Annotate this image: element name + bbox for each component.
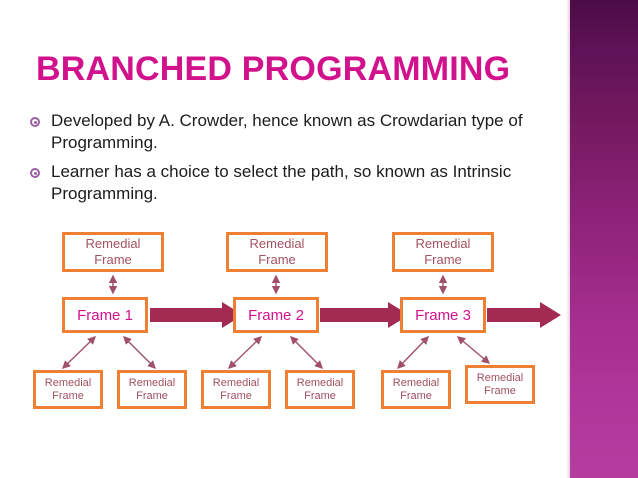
box-label: Frame 1: [77, 306, 133, 324]
remedial-frame-bottom-4[interactable]: Remedial Frame: [285, 370, 355, 409]
box-label: Remedial Frame: [392, 376, 440, 402]
bullet-point-icon: [30, 168, 40, 178]
list-item: Learner has a choice to select the path,…: [30, 161, 560, 205]
frame-box-2[interactable]: Frame 2: [233, 297, 319, 333]
link-arrow-bottom-2b: [290, 336, 323, 369]
box-label: Remedial Frame: [296, 376, 344, 402]
remedial-frame-bottom-6[interactable]: Remedial Frame: [465, 365, 535, 404]
box-label: Remedial Frame: [249, 236, 305, 267]
frame-box-1[interactable]: Frame 1: [62, 297, 148, 333]
remedial-frame-bottom-5[interactable]: Remedial Frame: [381, 370, 451, 409]
link-arrow-bottom-1a: [61, 336, 97, 369]
page-title: BRANCHED PROGRAMMING: [36, 50, 511, 88]
accent-bar-edge: [566, 0, 570, 478]
remedial-frame-top-3[interactable]: Remedial Frame: [392, 232, 494, 272]
bullet-text: Developed by A. Crowder, hence known as …: [51, 111, 523, 152]
box-label: Frame 2: [248, 306, 304, 324]
frame-box-3[interactable]: Frame 3: [400, 297, 486, 333]
box-label: Frame 3: [415, 306, 471, 324]
bullet-point-icon: [30, 117, 40, 127]
remedial-frame-top-2[interactable]: Remedial Frame: [226, 232, 328, 272]
box-label: Remedial Frame: [212, 376, 260, 402]
list-item: Developed by A. Crowder, hence known as …: [30, 110, 560, 154]
accent-bar: [570, 0, 638, 478]
box-label: Remedial Frame: [44, 376, 92, 402]
link-arrow-bottom-1b: [123, 336, 156, 369]
box-label: Remedial Frame: [85, 236, 141, 267]
link-arrow-bottom-2a: [227, 336, 263, 369]
remedial-frame-bottom-3[interactable]: Remedial Frame: [201, 370, 271, 409]
link-arrow-bottom-3b: [456, 336, 491, 364]
remedial-frame-top-1[interactable]: Remedial Frame: [62, 232, 164, 272]
flow-arrow-frame2-frame3: [320, 302, 409, 328]
bullet-text: Learner has a choice to select the path,…: [51, 162, 512, 203]
box-label: Remedial Frame: [128, 376, 176, 402]
link-arrow-bottom-3a: [397, 335, 429, 370]
box-label: Remedial Frame: [476, 371, 524, 397]
remedial-frame-bottom-2[interactable]: Remedial Frame: [117, 370, 187, 409]
box-label: Remedial Frame: [415, 236, 471, 267]
flow-arrow-frame1-frame2: [150, 302, 243, 328]
flow-arrow-frame3-exit: [487, 302, 561, 328]
remedial-frame-bottom-1[interactable]: Remedial Frame: [33, 370, 103, 409]
bullet-list: Developed by A. Crowder, hence known as …: [30, 110, 560, 212]
